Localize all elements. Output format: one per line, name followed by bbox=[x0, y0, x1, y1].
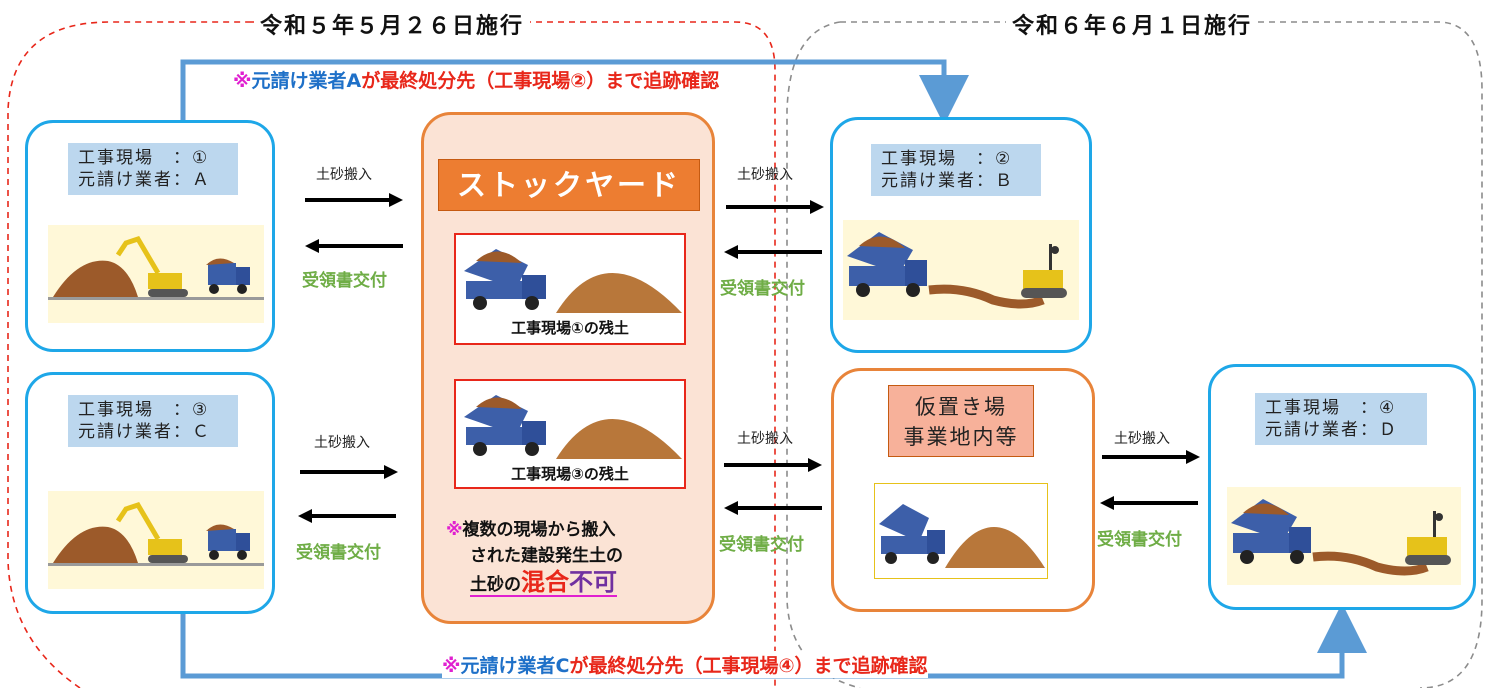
site2-receipt-label: 受領書交付 bbox=[720, 279, 805, 299]
site-1-box: 工事現場 ：① 元請け業者：Ａ bbox=[25, 120, 275, 352]
site-4-info: 工事現場 ：④ 元請け業者：Ｄ bbox=[1255, 393, 1427, 445]
stockyard-note-line2: された建設発生土の bbox=[470, 546, 623, 566]
site-4-box: 工事現場 ：④ 元請け業者：Ｄ bbox=[1208, 364, 1476, 610]
site-3-excavator-image bbox=[48, 491, 264, 589]
site3-soil-in-label: 土砂搬入 bbox=[314, 435, 370, 451]
stockyard-note-mix: 混合 bbox=[521, 568, 569, 596]
stockyard-pile-1-caption: 工事現場①の残土 bbox=[511, 319, 629, 337]
stockyard-pile-2: 工事現場③の残土 bbox=[454, 379, 686, 489]
site2-soil-in-label: 土砂搬入 bbox=[737, 167, 793, 183]
stockyard-pile-2-caption: 工事現場③の残土 bbox=[511, 465, 629, 483]
top-tracking-note: ※元請け業者Aが最終処分先（工事現場②）まで追跡確認 bbox=[233, 66, 719, 93]
temp-storage-image bbox=[874, 483, 1048, 579]
site4-soil-in-label: 土砂搬入 bbox=[1114, 431, 1170, 447]
stockyard-note: ※複数の現場から搬入 された建設発生土の 土砂の混合不可 bbox=[446, 517, 696, 598]
site-2-box: 工事現場 ：② 元請け業者：Ｂ bbox=[830, 117, 1092, 353]
stockyard-note-mark: ※ bbox=[446, 520, 463, 540]
bottom-note-rest: が最終処分先（工事現場④）まで追跡確認 bbox=[569, 655, 928, 677]
left-region-label: 令和５年５月２６日施行 bbox=[254, 8, 531, 40]
bottom-note-mark: ※ bbox=[442, 655, 461, 677]
stockyard-to-temp-arrow bbox=[724, 458, 822, 472]
site-3-site-line: 工事現場 ：③ bbox=[78, 400, 210, 420]
site-2-contractor-line: 元請け業者：Ｂ bbox=[881, 171, 1014, 191]
site-2-dump-image bbox=[843, 220, 1079, 320]
site4-receipt-label: 受領書交付 bbox=[1097, 530, 1182, 550]
site1-soil-in-label: 土砂搬入 bbox=[316, 167, 372, 183]
top-note-contractor: 元請け業者A bbox=[251, 70, 362, 92]
stockyard-to-site1-arrow bbox=[305, 239, 403, 253]
top-note-rest: が最終処分先（工事現場②）まで追跡確認 bbox=[361, 70, 720, 92]
site-1-excavator-image bbox=[48, 225, 264, 323]
top-tracking-arrow bbox=[180, 59, 969, 125]
site3-receipt-label: 受領書交付 bbox=[296, 543, 381, 563]
bottom-note-contractor: 元請け業者C bbox=[460, 655, 570, 677]
temp-storage-line2: 事業地内等 bbox=[903, 425, 1019, 449]
stockyard-pile-1: 工事現場①の残土 bbox=[454, 233, 686, 345]
site-4-dump-image bbox=[1227, 487, 1461, 585]
temp-storage-box: 仮置き場 事業地内等 bbox=[831, 368, 1095, 612]
bottom-tracking-note: ※元請け業者Cが最終処分先（工事現場④）まで追跡確認 bbox=[442, 651, 928, 678]
site-3-box: 工事現場 ：③ 元請け業者：Ｃ bbox=[25, 372, 275, 614]
stockyard-note-line3: 土砂の混合不可 bbox=[446, 569, 696, 598]
site-1-contractor-line: 元請け業者：Ａ bbox=[78, 170, 211, 190]
site4-to-temp-arrow bbox=[1100, 496, 1198, 510]
temp-receipt-label: 受領書交付 bbox=[719, 535, 804, 555]
temp-to-site4-arrow bbox=[1102, 450, 1200, 464]
stockyard-note-line1: 複数の現場から搬入 bbox=[462, 520, 616, 540]
site-3-info: 工事現場 ：③ 元請け業者：Ｃ bbox=[68, 395, 238, 447]
site-1-info: 工事現場 ：① 元請け業者：Ａ bbox=[68, 143, 238, 195]
right-region-label: 令和６年６月１日施行 bbox=[1006, 8, 1259, 40]
site2-to-stockyard-arrow bbox=[724, 245, 822, 259]
temp-to-stockyard-arrow bbox=[724, 501, 822, 515]
stockyard-note-no: 不可 bbox=[569, 568, 617, 596]
site1-to-stockyard-arrow bbox=[305, 193, 403, 207]
temp-storage-line1: 仮置き場 bbox=[915, 395, 1007, 419]
left-region-border bbox=[7, 21, 776, 688]
stockyard-box: ストックヤード 工事現場①の残土 工事現場③の残土 ※複数の現場から搬入 bbox=[421, 112, 715, 624]
site-2-site-line: 工事現場 ：② bbox=[881, 149, 1013, 169]
site-2-info: 工事現場 ：② 元請け業者：Ｂ bbox=[871, 144, 1041, 196]
site-1-site-line: 工事現場 ：① bbox=[78, 148, 210, 168]
stockyard-to-site3-arrow bbox=[298, 509, 396, 523]
site3-to-stockyard-arrow bbox=[300, 465, 398, 479]
stockyard-note-prefix: 土砂の bbox=[470, 575, 521, 595]
top-note-mark: ※ bbox=[233, 70, 252, 92]
temp-soil-in-label: 土砂搬入 bbox=[737, 431, 793, 447]
site-4-site-line: 工事現場 ：④ bbox=[1265, 398, 1397, 418]
site-4-contractor-line: 元請け業者：Ｄ bbox=[1265, 420, 1398, 440]
stockyard-to-site2-arrow bbox=[726, 200, 824, 214]
site1-receipt-label: 受領書交付 bbox=[302, 271, 387, 291]
site-3-contractor-line: 元請け業者：Ｃ bbox=[78, 422, 211, 442]
stockyard-note-line3-text: 土砂の混合不可 bbox=[470, 569, 617, 597]
temp-storage-title: 仮置き場 事業地内等 bbox=[888, 385, 1034, 457]
stockyard-title: ストックヤード bbox=[438, 159, 700, 211]
